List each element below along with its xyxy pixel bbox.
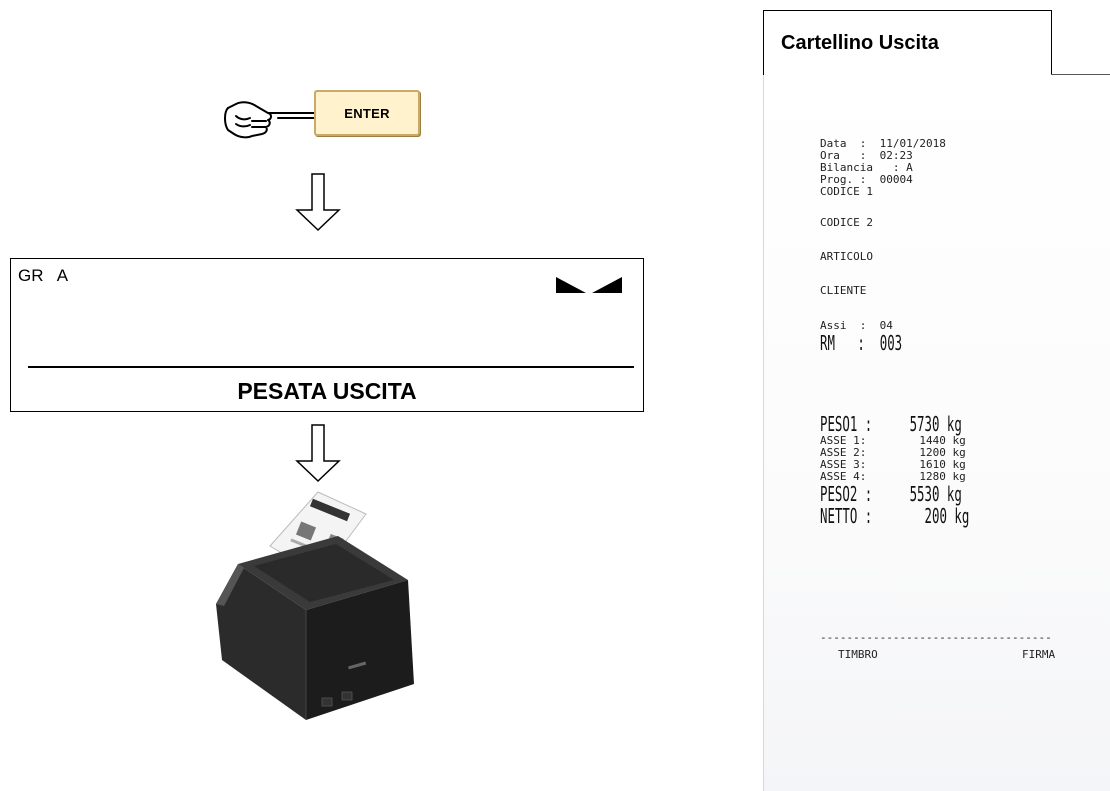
- ticket-scale: Bilancia : A: [820, 161, 913, 174]
- ticket-axle-2: ASSE 2: 1200 kg: [820, 446, 966, 459]
- ticket-axle-1: ASSE 1: 1440 kg: [820, 434, 966, 447]
- display-mode-label: GR A: [18, 266, 69, 285]
- ticket-code-1: CODICE 1: [820, 185, 873, 198]
- ticket-stamp-label: TIMBRO: [838, 648, 878, 661]
- ticket-article: ARTICOLO: [820, 250, 873, 263]
- ticket-weight-1: PESO1 : 5730 kg: [820, 412, 962, 436]
- weighing-status-icon: [556, 277, 622, 293]
- exit-ticket: Data : 11/01/2018 Ora : 02:23 Bilancia :…: [763, 75, 1110, 791]
- scale-display: [10, 258, 644, 412]
- ticket-code-2: CODICE 2: [820, 216, 873, 229]
- ticket-progressive: Prog. : 00004: [820, 173, 913, 186]
- ticket-date: Data : 11/01/2018: [820, 137, 946, 150]
- ticket-axles: Assi : 04: [820, 319, 893, 332]
- ticket-printer-icon: [216, 491, 414, 720]
- ticket-axle-3: ASSE 3: 1610 kg: [820, 458, 966, 471]
- display-message: PESATA USCITA: [237, 378, 417, 404]
- ticket-time: Ora : 02:23: [820, 149, 913, 162]
- ticket-axle-4: ASSE 4: 1280 kg: [820, 470, 966, 483]
- down-arrow-icon: [295, 173, 341, 232]
- pointing-hand-icon: [224, 101, 318, 139]
- down-arrow-icon: [295, 424, 341, 483]
- ticket-weight-2: PESO2 : 5530 kg: [820, 482, 962, 506]
- enter-key-button[interactable]: ENTER: [314, 90, 420, 136]
- ticket-signature-label: FIRMA: [1022, 648, 1056, 661]
- ticket-net-weight: NETTO : 200 kg: [820, 504, 970, 528]
- ticket-signature-line: -----------------------------------: [820, 631, 1052, 644]
- ticket-title: Cartellino Uscita: [763, 10, 1052, 76]
- ticket-customer: CLIENTE: [820, 284, 867, 297]
- header-divider: [1051, 74, 1110, 75]
- display-divider: [28, 366, 634, 368]
- ticket-rm: RM : 003: [820, 331, 903, 355]
